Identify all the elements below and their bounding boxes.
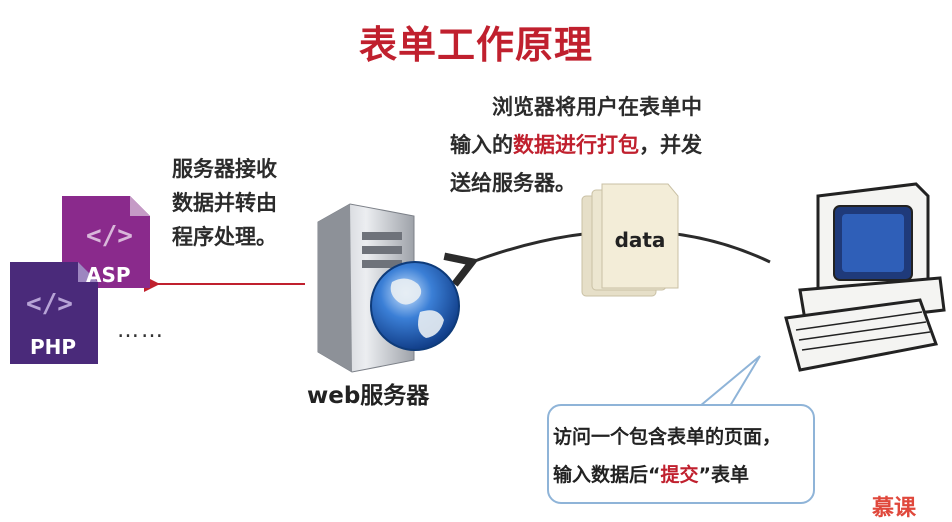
browser-note-line2: 输入的数据进行打包，并发 [450, 126, 770, 164]
browser-note-highlight: 数据进行打包 [513, 133, 639, 157]
more-ellipsis: …… [117, 318, 165, 343]
callout-line2-pre: 输入数据后“ [553, 464, 661, 486]
data-label: data [614, 228, 666, 252]
diagram-graphics: </> </> [10, 182, 946, 407]
globe-icon [370, 261, 460, 351]
browser-note-line2-post: ，并发 [639, 133, 702, 157]
server-note-line3: 程序处理。 [172, 225, 277, 249]
callout-text: 访问一个包含表单的页面， 输入数据后“提交”表单 [553, 418, 813, 494]
server-note-line1: 服务器接收 [172, 157, 277, 181]
callout-highlight: 提交 [660, 464, 699, 486]
browser-note-line2-pre: 输入的 [450, 133, 513, 157]
browser-note-line3: 送给服务器。 [450, 171, 576, 195]
data-documents-icon [581, 183, 679, 297]
asp-label: ASP [86, 263, 131, 287]
browser-description: 浏览器将用户在表单中 输入的数据进行打包，并发 送给服务器。 [450, 88, 770, 202]
callout-box [547, 404, 815, 504]
callout-line2-post: ”表单 [698, 464, 750, 486]
php-file-icon: </> [10, 262, 98, 364]
callout-tail [699, 355, 761, 407]
svg-text:</>: </> [26, 289, 73, 319]
svg-text:</>: </> [86, 221, 133, 251]
server-label: web服务器 [307, 383, 430, 409]
page-title: 表单工作原理 [358, 23, 593, 67]
server-note-line2: 数据并转由 [172, 191, 277, 215]
callout-line2: 输入数据后“提交”表单 [553, 456, 813, 494]
callout-line1: 访问一个包含表单的页面， [553, 426, 782, 448]
watermark-logo: 慕课 [872, 496, 917, 521]
asp-file-icon: </> [62, 196, 150, 288]
server-description: 服务器接收 数据并转由 程序处理。 [172, 152, 312, 254]
computer-icon [784, 182, 946, 372]
browser-note-line1: 浏览器将用户在表单中 [492, 95, 702, 119]
php-label: PHP [30, 335, 77, 359]
